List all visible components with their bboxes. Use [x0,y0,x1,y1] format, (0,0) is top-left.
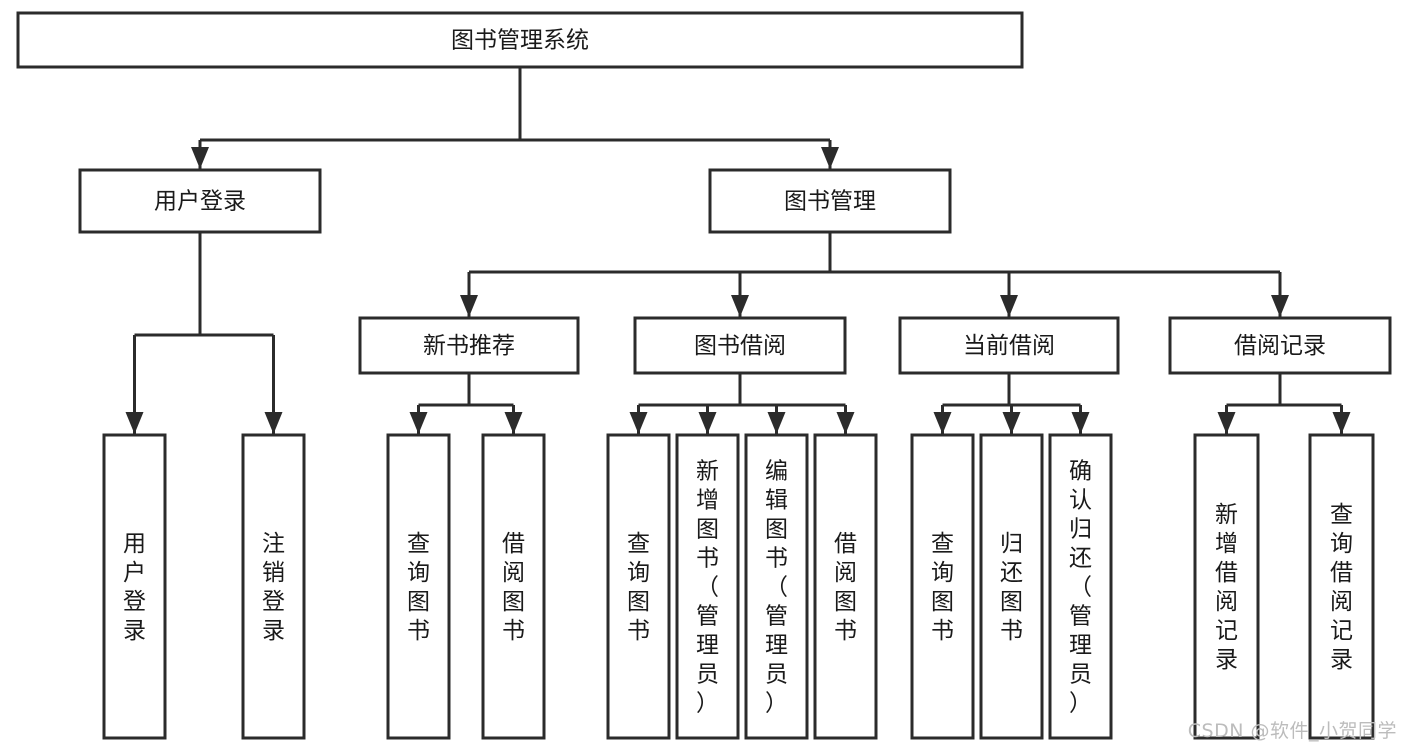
arrow-head-icon-leaf-borrow-book-1 [504,412,523,434]
node-leaf-user-logout[interactable]: 注销登录 [241,433,306,740]
node-leaf-query-record-box[interactable] [1308,433,1375,740]
node-borrow-record[interactable]: 借阅记录 [1168,316,1392,375]
node-root[interactable]: 图书管理系统 [16,11,1024,69]
arrow-head-icon-leaf-user-logout [264,412,283,434]
node-leaf-add-record-label: 新增借阅记录 [1215,502,1238,673]
node-leaf-user-logout-label: 注销登录 [262,531,285,644]
arrow-head-icon-leaf-return-book [1002,412,1021,434]
arrow-head-icon-leaf-query-book-3 [933,412,952,434]
node-leaf-borrow-book-1-label: 借阅图书 [502,531,525,644]
node-leaf-user-login[interactable]: 用户登录 [102,433,167,740]
node-leaf-confirm-return-box[interactable] [1048,433,1113,740]
node-leaf-add-book-label: 新增图书（管理员） [696,459,719,717]
node-leaf-query-record[interactable]: 查询借阅记录 [1308,433,1375,740]
node-leaf-add-record[interactable]: 新增借阅记录 [1193,433,1260,740]
node-book-borrow[interactable]: 图书借阅 [633,316,847,375]
node-root-label: 图书管理系统 [451,28,589,54]
node-leaf-query-record-label: 查询借阅记录 [1330,502,1353,673]
node-leaf-borrow-book-2[interactable]: 借阅图书 [813,433,878,740]
node-leaf-edit-book-label: 编辑图书（管理员） [765,459,788,717]
node-current-borrow-label: 当前借阅 [963,333,1055,359]
node-book-borrow-box[interactable] [633,316,847,375]
arrow-head-icon-user-login [191,147,209,169]
node-leaf-borrow-book-2-label: 借阅图书 [834,531,857,644]
node-leaf-query-book-3[interactable]: 查询图书 [910,433,975,740]
node-user-login[interactable]: 用户登录 [78,168,322,234]
arrow-head-icon-leaf-query-book-1 [409,412,428,434]
node-leaf-query-book-3-label: 查询图书 [931,531,954,644]
node-book-borrow-label: 图书借阅 [694,333,786,359]
node-leaf-query-book-1[interactable]: 查询图书 [386,433,451,740]
node-leaf-query-book-3-box[interactable] [910,433,975,740]
arrow-head-icon-new-book-rec [460,295,478,317]
node-new-book-rec-box[interactable] [358,316,580,375]
node-user-login-box[interactable] [78,168,322,234]
node-borrow-record-label: 借阅记录 [1234,333,1326,359]
node-leaf-user-login-box[interactable] [102,433,167,740]
node-leaf-borrow-book-1[interactable]: 借阅图书 [481,433,546,740]
node-leaf-confirm-return-label: 确认归还（管理员） [1069,459,1092,717]
node-leaf-user-login-label: 用户登录 [123,531,146,644]
node-leaf-borrow-book-1-box[interactable] [481,433,546,740]
node-leaf-edit-book[interactable]: 编辑图书（管理员） [744,433,809,740]
watermark-text: CSDN @软件_小贺同学 [1187,720,1397,742]
node-borrow-record-box[interactable] [1168,316,1392,375]
arrow-head-icon-book-borrow [731,295,749,317]
node-leaf-add-book[interactable]: 新增图书（管理员） [675,433,740,740]
arrow-head-icon-leaf-confirm-return [1071,412,1090,434]
node-leaf-query-book-2[interactable]: 查询图书 [606,433,671,740]
edges-layer [125,67,1351,434]
arrow-head-icon-borrow-record [1271,295,1289,317]
node-current-borrow-box[interactable] [898,316,1120,375]
arrow-head-icon-leaf-borrow-book-2 [836,412,855,434]
node-new-book-rec[interactable]: 新书推荐 [358,316,580,375]
node-leaf-return-book[interactable]: 归还图书 [979,433,1044,740]
node-leaf-query-book-2-label: 查询图书 [627,531,650,644]
node-leaf-return-book-label: 归还图书 [1000,531,1023,644]
node-book-manage-label: 图书管理 [784,189,876,215]
node-leaf-query-book-2-box[interactable] [606,433,671,740]
arrow-head-icon-leaf-edit-book [767,412,786,434]
arrow-head-icon-leaf-add-record [1217,412,1236,434]
arrow-head-icon-leaf-add-book [698,412,717,434]
arrow-head-icon-book-manage [821,147,839,169]
node-new-book-rec-label: 新书推荐 [423,333,515,359]
node-leaf-add-record-box[interactable] [1193,433,1260,740]
arrow-head-icon-leaf-query-book-2 [629,412,648,434]
node-leaf-add-book-box[interactable] [675,433,740,740]
node-leaf-query-book-1-box[interactable] [386,433,451,740]
node-leaf-borrow-book-2-box[interactable] [813,433,878,740]
arrow-head-icon-current-borrow [1000,295,1018,317]
node-leaf-return-book-box[interactable] [979,433,1044,740]
node-root-box[interactable] [16,11,1024,69]
node-leaf-user-logout-box[interactable] [241,433,306,740]
node-user-login-label: 用户登录 [154,189,246,215]
nodes-layer: 图书管理系统用户登录图书管理新书推荐图书借阅当前借阅借阅记录用户登录注销登录查询… [16,11,1392,740]
arrow-head-icon-leaf-user-login [125,412,144,434]
arrow-head-icon-leaf-query-record [1332,412,1351,434]
node-leaf-edit-book-box[interactable] [744,433,809,740]
node-book-manage[interactable]: 图书管理 [708,168,952,234]
node-leaf-query-book-1-label: 查询图书 [407,531,430,644]
node-leaf-confirm-return[interactable]: 确认归还（管理员） [1048,433,1113,740]
node-current-borrow[interactable]: 当前借阅 [898,316,1120,375]
node-book-manage-box[interactable] [708,168,952,234]
